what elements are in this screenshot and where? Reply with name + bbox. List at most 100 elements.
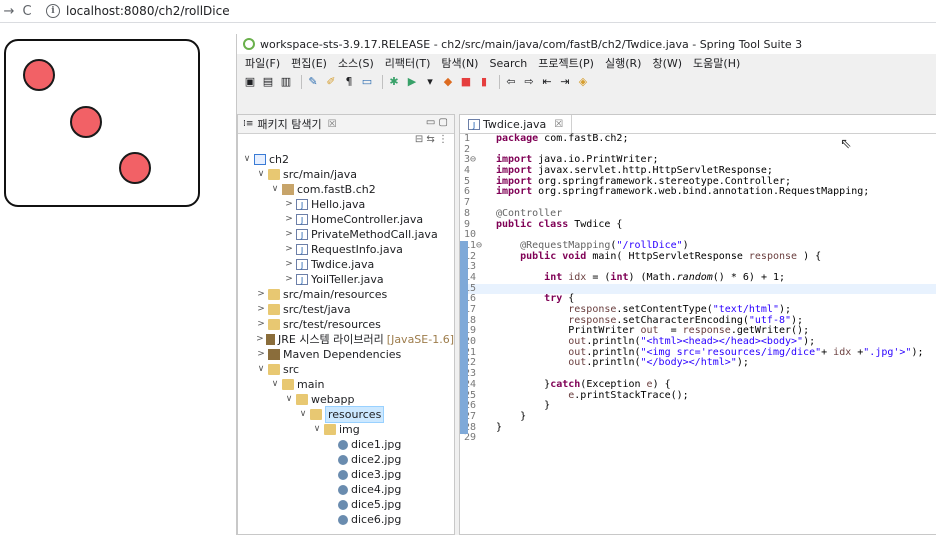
menu-item[interactable]: 도움말(H): [693, 57, 741, 70]
code-line[interactable]: 8@Controller: [460, 208, 936, 220]
tree-item[interactable]: ∨img: [238, 422, 454, 437]
expanded-chevron-icon[interactable]: ∨: [257, 364, 265, 374]
code-line[interactable]: 14 int idx = (int) (Math.random() * 6) +…: [460, 272, 936, 284]
expanded-chevron-icon[interactable]: ∨: [313, 424, 321, 434]
collapse-all-icon[interactable]: ⊟: [414, 134, 424, 145]
collapsed-chevron-icon[interactable]: >: [285, 259, 293, 269]
tree-item[interactable]: ∨com.fastB.ch2: [238, 182, 454, 197]
expanded-chevron-icon[interactable]: ∨: [271, 184, 279, 194]
code-line[interactable]: 29: [460, 433, 936, 444]
collapsed-chevron-icon[interactable]: >: [257, 349, 265, 359]
save-all-icon[interactable]: ▥: [280, 75, 292, 88]
search-icon[interactable]: ✎: [308, 75, 318, 88]
code-line[interactable]: 7: [460, 197, 936, 209]
tree-item[interactable]: dice4.jpg: [238, 482, 454, 497]
tree-item[interactable]: >src/test/java: [238, 302, 454, 317]
menu-item[interactable]: Search: [489, 56, 528, 70]
tree-item[interactable]: ∨webapp: [238, 392, 454, 407]
tree-item[interactable]: ∨resources: [238, 406, 454, 423]
tree-item[interactable]: dice2.jpg: [238, 452, 454, 467]
code-line[interactable]: 27 }: [460, 411, 936, 423]
code-line[interactable]: 20 out.println("<html><head></head><body…: [460, 336, 936, 348]
forward-icon[interactable]: ⇥: [560, 75, 570, 88]
reload-icon[interactable]: C: [22, 3, 32, 19]
server-icon[interactable]: ▮: [480, 75, 488, 88]
tree-item[interactable]: >Maven Dependencies: [238, 347, 454, 362]
forward-arrow-icon[interactable]: →: [3, 3, 15, 19]
link-editor-icon[interactable]: ⇆: [426, 134, 435, 145]
menu-item[interactable]: 창(W): [652, 57, 683, 70]
close-icon[interactable]: ☒: [554, 118, 564, 130]
menu-item[interactable]: 리팩터(T): [384, 57, 431, 70]
collapsed-chevron-icon[interactable]: >: [256, 334, 264, 344]
run-dropdown-icon[interactable]: ▾: [427, 75, 433, 88]
code-line[interactable]: 17 response.setContentType("text/html");: [460, 304, 936, 316]
code-line[interactable]: 28}: [460, 422, 936, 434]
tree-item[interactable]: ∨src/main/java: [238, 167, 454, 182]
tree-item[interactable]: ∨main: [238, 377, 454, 392]
code-line[interactable]: 15: [460, 283, 936, 295]
menu-item[interactable]: 편집(E): [291, 57, 327, 70]
expanded-chevron-icon[interactable]: ∨: [257, 169, 265, 179]
menu-item[interactable]: 소스(S): [337, 57, 374, 70]
code-line[interactable]: 11⊖ @RequestMapping("/rollDice"): [460, 240, 936, 252]
code-line[interactable]: 3⊖import java.io.PrintWriter;: [460, 155, 936, 166]
code-line[interactable]: 22 out.println("</body></html>");: [460, 358, 936, 369]
expanded-chevron-icon[interactable]: ∨: [243, 154, 251, 164]
window-icon[interactable]: ▭: [361, 75, 373, 88]
run-icon[interactable]: ▶: [407, 75, 417, 88]
tree-item[interactable]: dice5.jpg: [238, 497, 454, 512]
stop-icon[interactable]: ■: [460, 75, 472, 88]
collapsed-chevron-icon[interactable]: >: [285, 199, 293, 209]
code-line[interactable]: 21 out.println("<img src='resources/img/…: [460, 347, 936, 359]
perspective-icon[interactable]: ◈: [578, 75, 588, 88]
code-line[interactable]: 23: [460, 368, 936, 380]
tree-item[interactable]: >src/main/resources: [238, 287, 454, 302]
url-field[interactable]: localhost:8080/ch2/rollDice: [66, 4, 230, 18]
next-edit-icon[interactable]: ⇨: [524, 75, 534, 88]
expanded-chevron-icon[interactable]: ∨: [285, 394, 293, 404]
code-line[interactable]: 13: [460, 262, 936, 273]
menu-item[interactable]: 프로젝트(P): [538, 57, 594, 70]
menu-item[interactable]: 탐색(N): [441, 57, 479, 70]
tree-item[interactable]: dice3.jpg: [238, 467, 454, 482]
editor-tab-twdice[interactable]: J Twdice.java ☒: [460, 115, 573, 133]
collapsed-chevron-icon[interactable]: >: [257, 289, 265, 299]
back-icon[interactable]: ⇤: [542, 75, 552, 88]
code-line[interactable]: 25 e.printStackTrace();: [460, 390, 936, 402]
code-line[interactable]: 19 PrintWriter out = response.getWriter(…: [460, 326, 936, 337]
code-line[interactable]: 24 }catch(Exception e) {: [460, 379, 936, 391]
collapsed-chevron-icon[interactable]: >: [285, 214, 293, 224]
tree-item[interactable]: dice1.jpg: [238, 437, 454, 452]
collapsed-chevron-icon[interactable]: >: [285, 274, 293, 284]
collapsed-chevron-icon[interactable]: >: [257, 304, 265, 314]
code-line[interactable]: 18 response.setCharacterEncoding("utf-8"…: [460, 315, 936, 327]
tree-item[interactable]: ∨src: [238, 362, 454, 377]
menu-item[interactable]: 파일(F): [245, 57, 281, 70]
tree-item[interactable]: >src/test/resources: [238, 317, 454, 332]
debug-icon[interactable]: ✱: [389, 75, 399, 88]
collapsed-chevron-icon[interactable]: >: [285, 229, 293, 239]
prev-edit-icon[interactable]: ⇦: [506, 75, 516, 88]
menu-item[interactable]: 실행(R): [604, 57, 642, 70]
close-icon[interactable]: ☒: [327, 118, 337, 130]
minimize-maximize-icon[interactable]: ▭ ▢: [425, 117, 448, 128]
edit-icon[interactable]: ✐: [326, 75, 336, 88]
collapsed-chevron-icon[interactable]: >: [257, 319, 265, 329]
tree-item[interactable]: >JRE 시스템 라이브러리[JavaSE-1.6]: [238, 332, 454, 347]
package-explorer-tab[interactable]: ⁞≡ 패키지 탐색기 ☒ ▭ ▢: [238, 115, 454, 134]
code-line[interactable]: 12 public void main( HttpServletResponse…: [460, 251, 936, 263]
external-tools-icon[interactable]: ◆: [443, 75, 453, 88]
view-menu-icon[interactable]: ⋮: [438, 134, 448, 145]
new-icon[interactable]: ▣: [244, 75, 256, 88]
code-line[interactable]: 26 }: [460, 400, 936, 412]
